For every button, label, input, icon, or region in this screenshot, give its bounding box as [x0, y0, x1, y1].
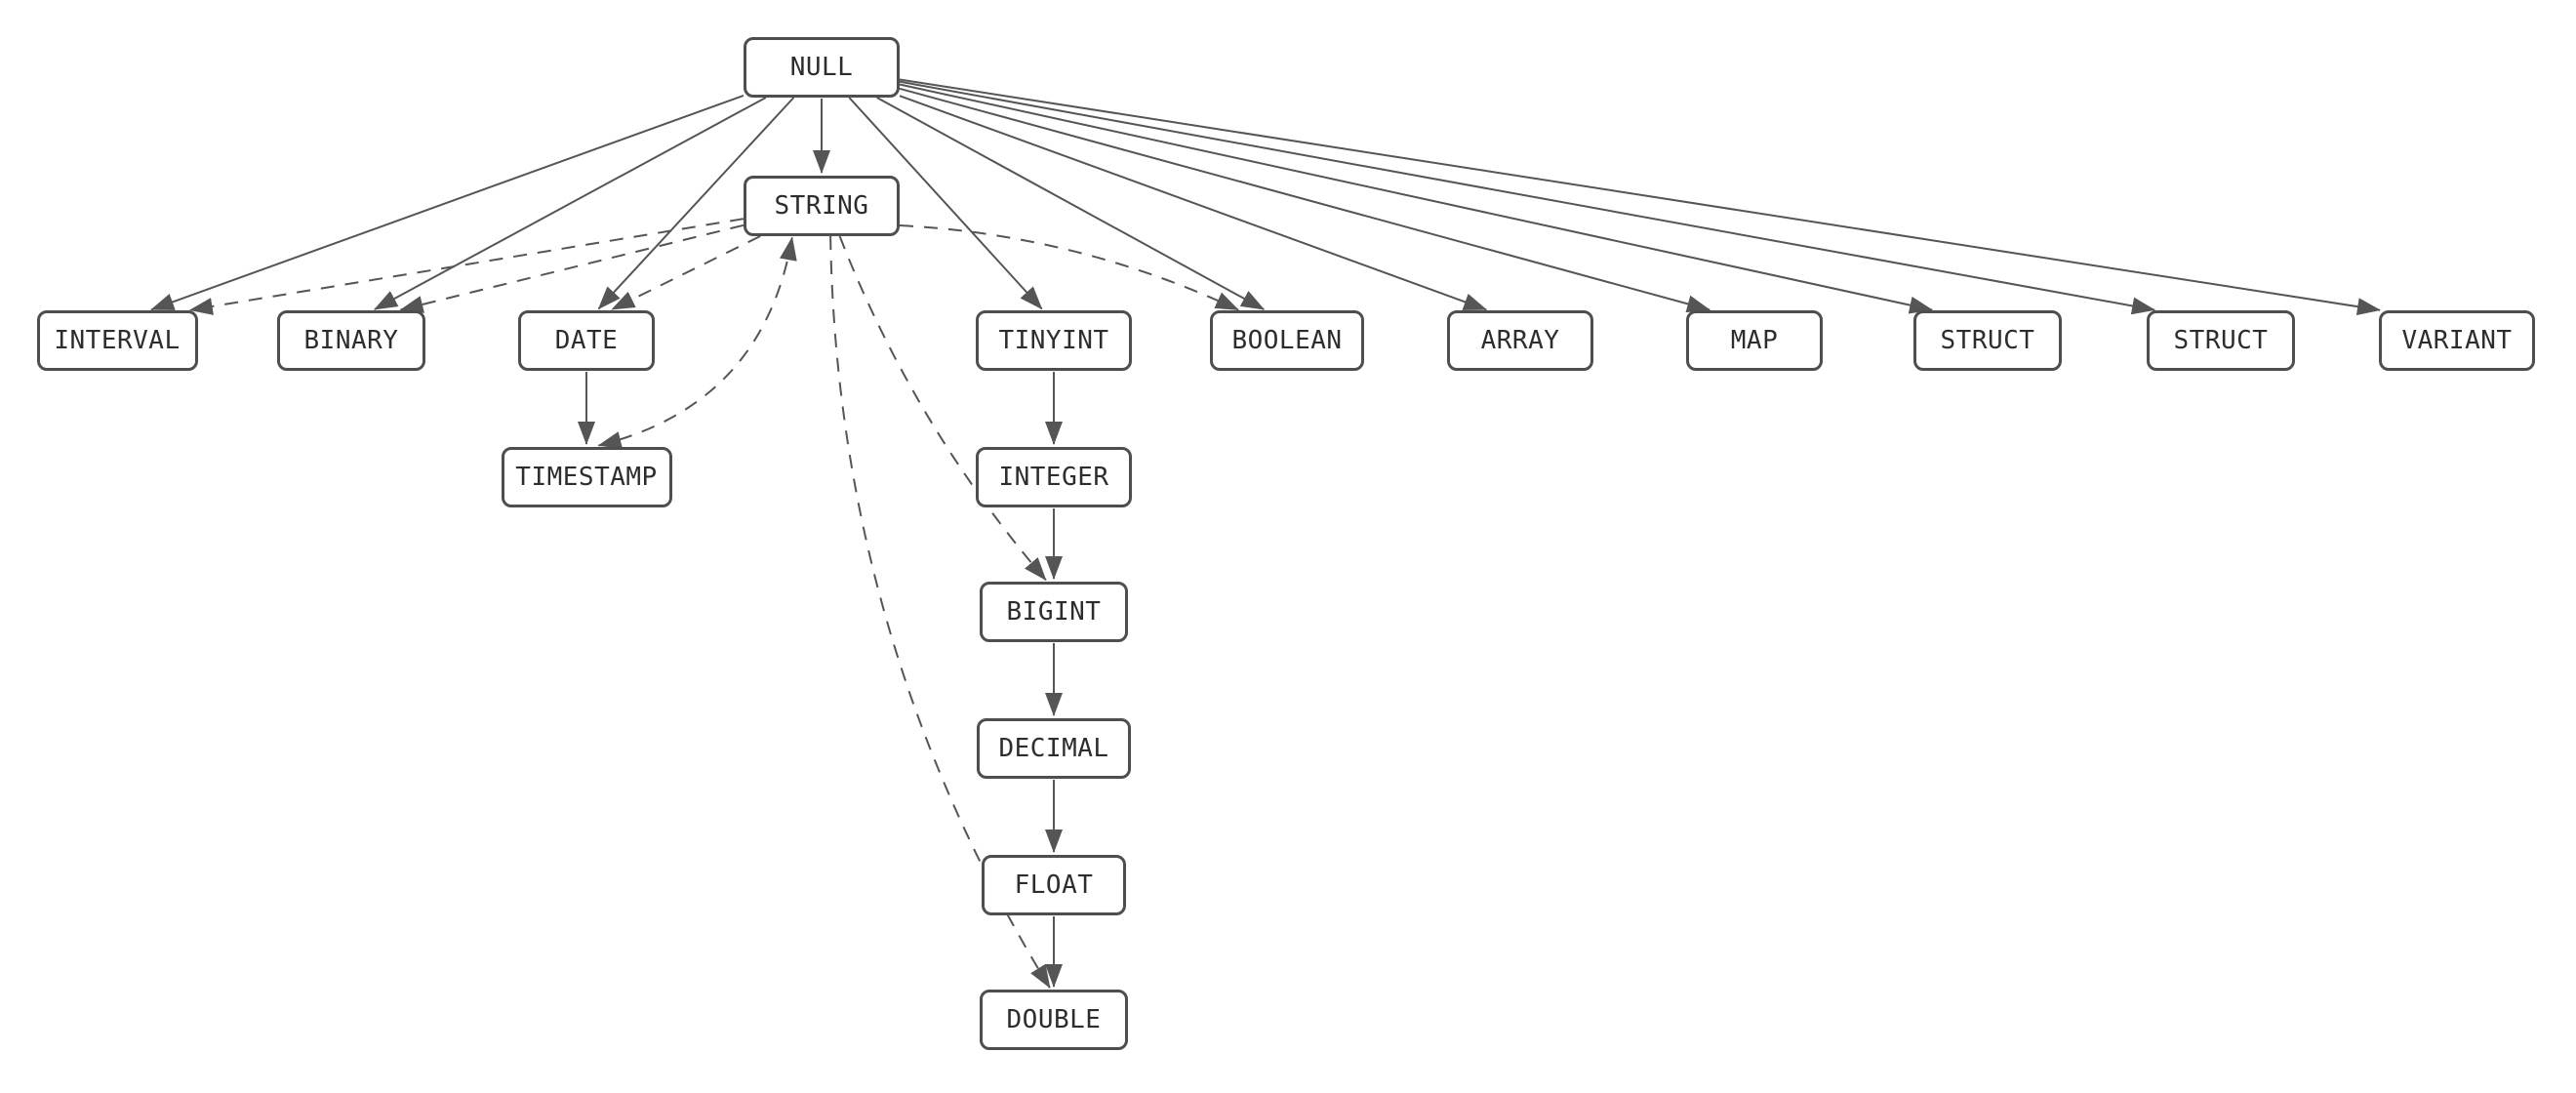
edge-null-interval — [150, 94, 745, 311]
edge-null-map — [899, 87, 1711, 313]
edge-string-interval — [188, 218, 745, 315]
node-label: INTERVAL — [54, 326, 181, 355]
edges — [150, 78, 2381, 989]
edge-null-tinyint — [848, 97, 1043, 310]
node-label: STRUCT — [2173, 326, 2269, 355]
edge-null-struct2 — [899, 80, 2156, 315]
node-label: DECIMAL — [998, 734, 1109, 763]
node-decimal: DECIMAL — [977, 718, 1131, 779]
edge-string-double — [829, 235, 1051, 989]
node-interval: INTERVAL — [36, 310, 198, 371]
node-array: ARRAY — [1447, 310, 1593, 371]
node-label: STRING — [774, 191, 869, 221]
node-label: TINYINT — [998, 326, 1109, 355]
node-label: VARIANT — [2401, 326, 2513, 355]
node-label: INTEGER — [998, 463, 1109, 492]
node-timestamp: TIMESTAMP — [501, 447, 672, 507]
node-string: STRING — [744, 176, 900, 236]
node-tinyint: TINYINT — [976, 310, 1132, 371]
node-bigint: BIGINT — [980, 582, 1128, 642]
node-label: NULL — [789, 53, 854, 82]
node-binary: BINARY — [277, 310, 425, 371]
node-null: NULL — [744, 37, 900, 98]
node-label: BINARY — [303, 326, 399, 355]
edge-null-binary — [374, 97, 767, 310]
edge-string-bigint — [838, 235, 1047, 582]
node-float: FLOAT — [982, 855, 1126, 915]
node-label: ARRAY — [1480, 326, 1560, 355]
edge-null-array — [899, 95, 1488, 311]
edge-null-boolean — [876, 97, 1266, 310]
node-label: DATE — [554, 326, 619, 355]
node-label: DOUBLE — [1006, 1005, 1102, 1034]
node-label: STRUCT — [1940, 326, 2035, 355]
node-label: TIMESTAMP — [515, 463, 658, 492]
edge-string-timestamp — [597, 236, 797, 449]
edge-null-struct1 — [899, 83, 1934, 314]
node-label: BOOLEAN — [1231, 326, 1343, 355]
node-double: DOUBLE — [980, 990, 1128, 1050]
node-struct2: STRUCT — [2147, 310, 2295, 371]
node-date: DATE — [518, 310, 655, 371]
edge-string-boolean — [899, 224, 1239, 311]
node-label: BIGINT — [1006, 597, 1102, 627]
node-map: MAP — [1686, 310, 1823, 371]
node-label: FLOAT — [1014, 870, 1094, 900]
node-integer: INTEGER — [976, 447, 1132, 507]
node-boolean: BOOLEAN — [1210, 310, 1364, 371]
node-variant: VARIANT — [2379, 310, 2535, 371]
edge-null-variant — [899, 78, 2381, 316]
edge-string-date — [611, 235, 761, 310]
node-struct1: STRUCT — [1913, 310, 2062, 371]
node-label: MAP — [1730, 326, 1779, 355]
